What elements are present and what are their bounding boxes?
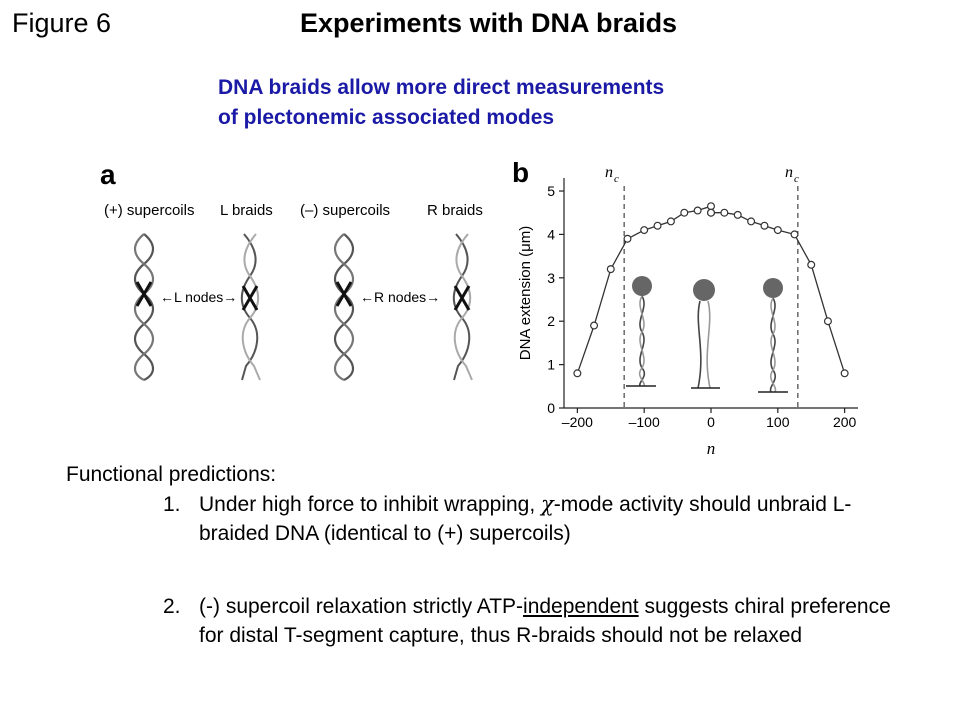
x-tick-label: –200	[562, 414, 593, 430]
braided-dna-right-icon	[758, 278, 788, 393]
nc-right-label: n c	[785, 164, 799, 185]
y-tick-label: 3	[547, 270, 555, 286]
l-braid-drawing	[240, 233, 261, 381]
braided-dna-left-icon	[626, 276, 656, 387]
item-2-number: 2.	[163, 595, 181, 618]
item-1-number: 1.	[163, 493, 181, 516]
svg-text:n: n	[605, 164, 613, 181]
r-braid-drawing	[452, 233, 473, 381]
underlined-independent: independent	[523, 595, 639, 618]
col-label-r-braids: R braids	[427, 202, 483, 219]
col-label-plus-supercoils: (+) supercoils	[104, 202, 194, 219]
panel-b-chart: b n c n c –200 –100 0 100 200 0 1 2 3 4 5	[512, 157, 858, 458]
chi-symbol: χ	[541, 492, 554, 516]
subtitle-line-2: of plectonemic associated modes	[218, 106, 555, 129]
data-point	[707, 202, 716, 211]
axes	[559, 178, 858, 413]
data-point	[693, 206, 702, 215]
svg-text:c: c	[794, 173, 799, 185]
nc-left-label: n c	[605, 164, 619, 185]
y-axis-label: DNA extension (μm)	[517, 226, 534, 361]
r-nodes-label: ←R nodes→	[360, 289, 440, 305]
col-label-l-braids: L braids	[220, 202, 273, 219]
y-tick-label: 0	[547, 400, 555, 416]
data-point	[653, 221, 662, 230]
y-tick-label: 5	[547, 183, 555, 199]
prediction-item-2: 2. (-) supercoil relaxation strictly ATP…	[163, 592, 903, 650]
minus-supercoil-drawing	[333, 233, 355, 381]
data-points	[573, 202, 849, 378]
data-point	[666, 217, 675, 226]
y-tick-label: 4	[547, 226, 555, 242]
slide-title: Experiments with DNA braids	[300, 8, 678, 38]
data-point	[760, 221, 769, 230]
item-1-text: Under high force to inhibit wrapping, χ-…	[199, 492, 852, 545]
unbraided-dna-icon	[691, 279, 720, 389]
data-point	[790, 230, 799, 239]
l-nodes-label: ←L nodes→	[160, 289, 237, 305]
tick-labels: –200 –100 0 100 200 0 1 2 3 4 5	[547, 183, 856, 430]
data-point	[573, 369, 582, 378]
data-point	[823, 317, 832, 326]
x-tick-label: 200	[833, 414, 857, 430]
data-point	[807, 260, 816, 269]
y-tick-label: 1	[547, 357, 555, 373]
panel-b-letter: b	[512, 157, 529, 188]
col-label-minus-supercoils: (–) supercoils	[300, 202, 390, 219]
panel-a-letter: a	[100, 159, 116, 190]
nc-lines	[623, 186, 799, 408]
data-point	[590, 321, 599, 330]
molecule-illustrations	[626, 276, 788, 393]
data-point	[840, 369, 849, 378]
data-point	[747, 217, 756, 226]
data-point	[707, 208, 716, 217]
item-2-text: (-) supercoil relaxation strictly ATP-in…	[199, 595, 891, 647]
plus-supercoil-drawing	[133, 233, 155, 381]
x-axis-label: n	[707, 439, 716, 458]
subtitle-line-1: DNA braids allow more direct measurement…	[218, 76, 665, 99]
data-point	[720, 208, 729, 217]
panel-a-illustration: a (+) supercoils L braids (–) supercoils…	[100, 159, 483, 381]
predictions-heading: Functional predictions:	[66, 463, 277, 486]
data-point	[640, 226, 649, 235]
y-tick-label: 2	[547, 313, 555, 329]
x-tick-label: 100	[766, 414, 790, 430]
data-point	[773, 226, 782, 235]
data-point	[606, 265, 615, 274]
svg-text:n: n	[785, 164, 793, 181]
prediction-item-1: 1. Under high force to inhibit wrapping,…	[163, 490, 903, 548]
x-tick-label: 0	[707, 414, 715, 430]
data-point	[733, 210, 742, 219]
figure-label: Figure 6	[12, 8, 112, 38]
data-point	[680, 208, 689, 217]
data-point	[623, 234, 632, 243]
x-tick-label: –100	[629, 414, 660, 430]
svg-text:c: c	[614, 173, 619, 185]
